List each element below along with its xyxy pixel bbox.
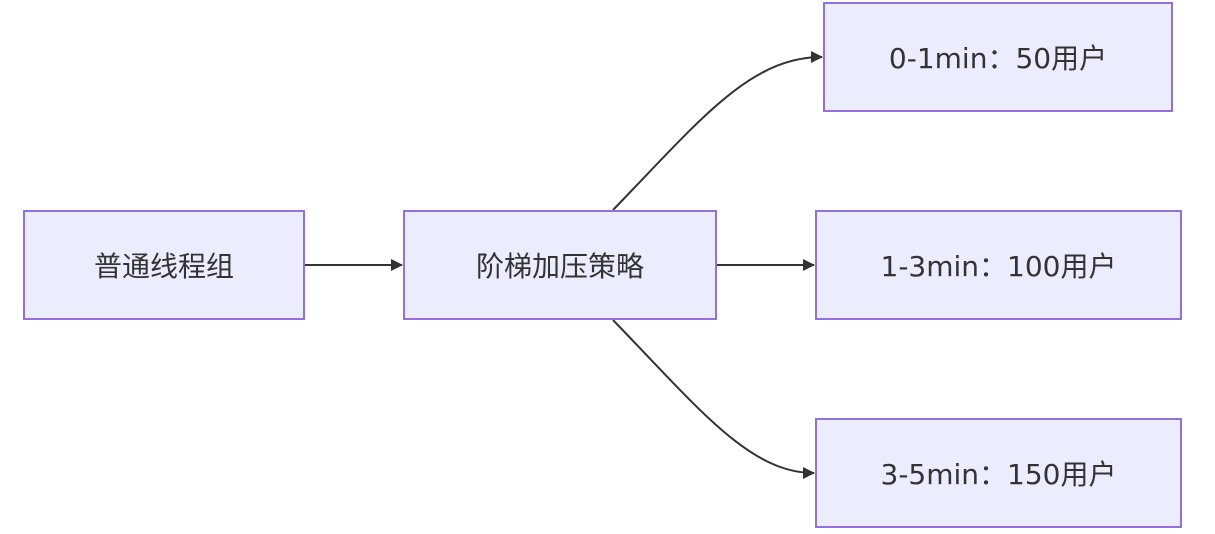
edge-strategy-to-stage-3 bbox=[612, 319, 815, 479]
node-stepping-strategy-label: 阶梯加压策略 bbox=[475, 250, 644, 283]
node-stage-1: 0-1min：50用户 bbox=[823, 2, 1173, 112]
node-stage-1-label: 0-1min：50用户 bbox=[888, 42, 1108, 75]
node-thread-group: 普通线程组 bbox=[23, 210, 305, 320]
node-stage-2: 1-3min：100用户 bbox=[815, 210, 1182, 320]
node-thread-group-label: 普通线程组 bbox=[93, 250, 234, 283]
node-stage-2-label: 1-3min：100用户 bbox=[880, 250, 1117, 283]
edge-strategy-to-stage-1 bbox=[612, 51, 823, 211]
node-stage-3-label: 3-5min：150用户 bbox=[880, 458, 1117, 491]
node-stepping-strategy: 阶梯加压策略 bbox=[403, 210, 717, 320]
node-stage-3: 3-5min：150用户 bbox=[815, 418, 1182, 528]
